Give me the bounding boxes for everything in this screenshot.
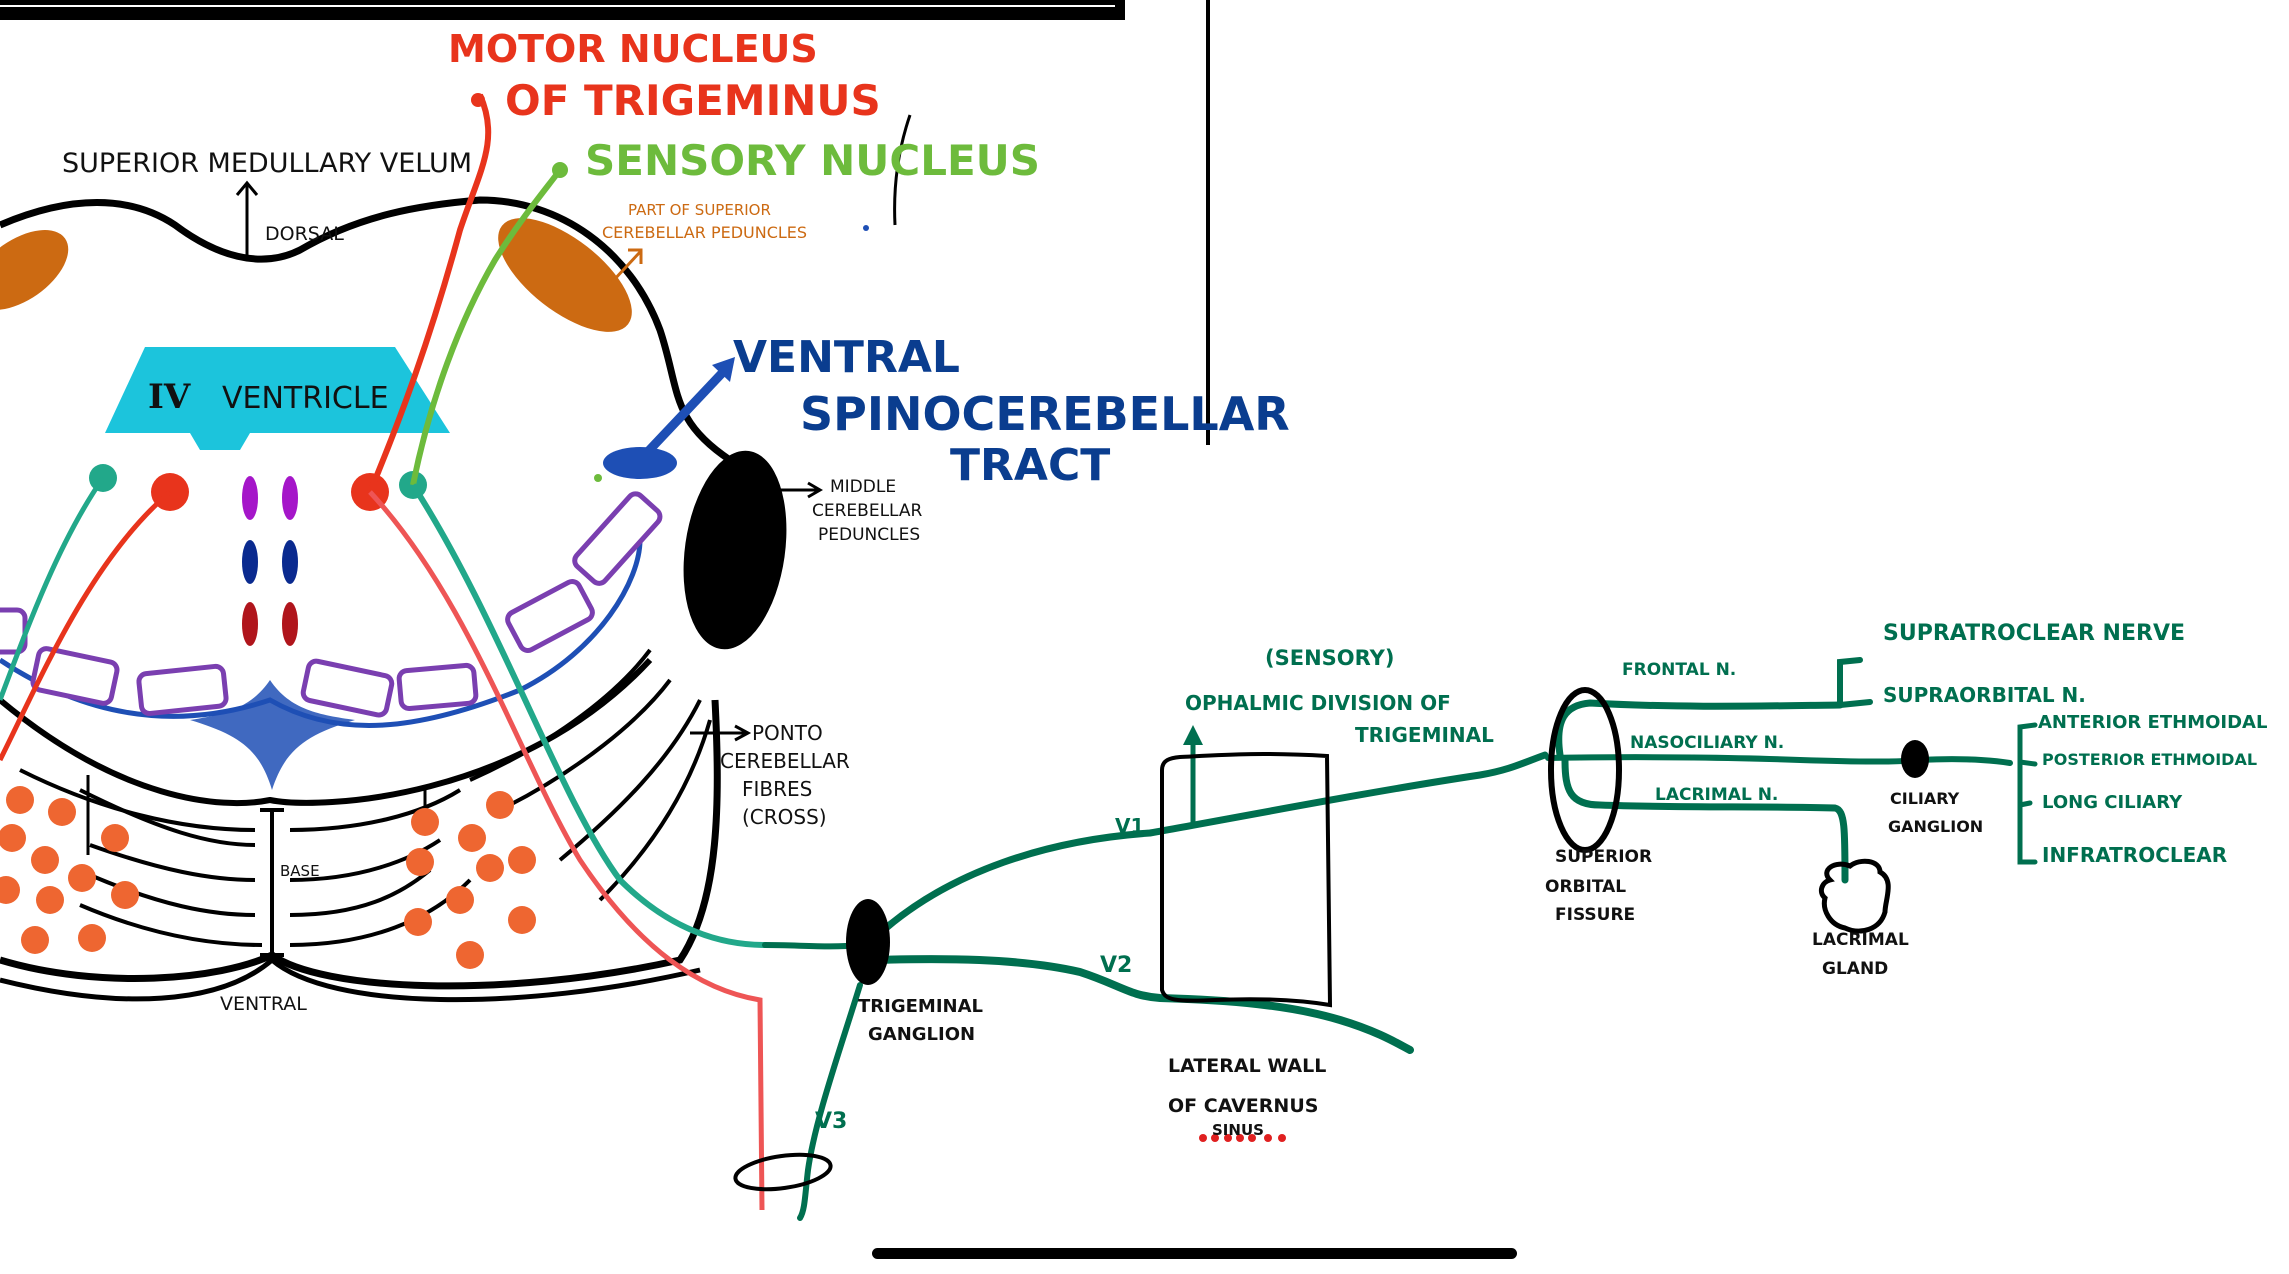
lacrimal-nerve-label: Lacrimal N. [1655, 785, 1778, 805]
cavernous-sinus-lateral-wall [1160, 752, 1333, 1008]
v1-nerve [874, 751, 1549, 939]
ophthalmic-label-1: Ophalmic Division of [1185, 691, 1451, 715]
vsct-arrow [636, 366, 729, 464]
home-indicator-bar[interactable] [872, 1248, 1517, 1259]
anterior-ethmoidal-label: Anterior Ethmoidal [2038, 712, 2267, 733]
mandibular-foramen-ring [733, 1152, 833, 1192]
sof-label-3: Fissure [1555, 905, 1635, 925]
sinus-red-dots [1199, 1134, 1286, 1142]
middle-peduncle-label-3: Peduncles [818, 525, 920, 545]
lacrimal-gland [1818, 858, 1891, 934]
infratrochlear-label: Infratroclear [2042, 843, 2227, 867]
motor-nucleus-fibre [367, 93, 492, 494]
long-ciliary-label: Long Ciliary [2042, 792, 2183, 813]
sof-label-2: Orbital [1545, 877, 1626, 897]
superior-orbital-fissure [1548, 687, 1622, 853]
trigeminal-labels: Trigeminal Ganglion V1 V2 V3 (Sensory) O… [815, 621, 2267, 1139]
v2-nerve [871, 955, 1414, 1054]
cavernous-label-1: Lateral Wall [1168, 1055, 1326, 1077]
ophthalmic-label-2: Trigeminal [1355, 723, 1494, 747]
vsct-label-3: Tract [950, 440, 1110, 491]
lacrimal-gland-label-2: Gland [1822, 959, 1888, 979]
posterior-ethmoidal-label: Posterior Ethmoidal [2042, 750, 2257, 769]
pontine-nuclei [0, 786, 536, 969]
frontal-branch-bracket [1837, 657, 1873, 709]
brainstem-labels: Motor Nucleus of Trigeminus Sensory Nucl… [62, 27, 1290, 1015]
base-label: Base [280, 862, 320, 880]
v2-label: V2 [1100, 953, 1132, 978]
fourth-ventricle-numeral: IV [148, 377, 191, 417]
superior-medullary-velum-label: Superior Medullary Velum [62, 148, 472, 179]
sensory-nucleus-fibre [410, 168, 563, 486]
pontocerebellar-label-2: Cerebellar [720, 749, 850, 773]
v1-label: V1 [1115, 814, 1144, 838]
pontocerebellar-label-1: Ponto [752, 721, 823, 745]
middle-cerebellar-peduncle [683, 450, 787, 650]
frontal-nerve-label: Frontal N. [1622, 660, 1736, 680]
motor-root-fibre [368, 490, 765, 1211]
superior-cerebellar-peduncle-right [498, 218, 632, 332]
pontocerebellar-label-4: (Cross) [742, 805, 827, 829]
motor-nucleus-label-1: Motor Nucleus [448, 27, 818, 71]
trigeminal-ganglion-label-1: Trigeminal [858, 996, 983, 1017]
trigeminal-ganglion [846, 899, 890, 985]
sof-label-1: Superior [1555, 847, 1652, 867]
cavernous-label-2: of Cavernus [1168, 1095, 1318, 1117]
fourth-ventricle-label: Ventricle [222, 381, 389, 416]
v3-label: V3 [815, 1109, 847, 1134]
frontal-nerve [1555, 699, 1844, 759]
nasociliary-nerve [1545, 754, 1918, 765]
sensory-nucleus-label: Sensory Nucleus [585, 136, 1040, 185]
peduncle-pointer-arrow [610, 250, 642, 284]
cavernous-label-3: Sinus [1212, 1121, 1264, 1139]
supratrochlear-label: Supratroclear Nerve [1883, 621, 2185, 646]
motor-nucleus-label-2: of Trigeminus [505, 76, 881, 125]
fourth-ventricle-shape [105, 347, 450, 450]
pontocerebellar-label-3: Fibres [742, 777, 812, 801]
nasociliary-nerve-label: Nasociliary N. [1630, 733, 1784, 753]
pons-ventral-outline [0, 699, 721, 990]
ciliary-ganglion-label-2: Ganglion [1888, 817, 1983, 836]
pons-section [0, 93, 912, 1211]
lemniscus-blocks [0, 491, 663, 718]
medial-lemniscus-curve [0, 539, 643, 728]
midline-nuclei [242, 476, 298, 646]
trapezoid-body-hatched [190, 680, 355, 790]
middle-peduncle-label-1: Middle [830, 477, 896, 497]
lacrimal-nerve [1561, 756, 1849, 884]
vsct-label-1: Ventral [733, 332, 960, 383]
ciliary-ganglion-label-1: Ciliary [1890, 789, 1960, 808]
trigeminal-nerve-diagram [762, 657, 2038, 1221]
ciliary-ganglion [1901, 740, 1929, 778]
trigeminal-ganglion-label-2: Ganglion [868, 1024, 975, 1045]
dorsal-label: Dorsal [265, 223, 344, 245]
supraorbital-label: Supraorbital N. [1883, 683, 2086, 707]
anatomical-structures [733, 687, 1929, 1192]
pontocerebellar-fibres [19, 648, 712, 947]
middle-peduncle-label-2: Cerebellar [812, 501, 923, 521]
sensory-tag-label: (Sensory) [1265, 646, 1394, 670]
ventral-label: Ventral [220, 993, 307, 1015]
superior-cerebellar-peduncle-left [0, 230, 69, 310]
top-frame-border [0, 0, 1125, 20]
trigeminal-root [762, 942, 863, 950]
superior-peduncle-label-2: Cerebellar Peduncles [602, 223, 807, 242]
superior-peduncle-label-1: Part Of Superior [628, 201, 771, 219]
sensory-root-fibre [410, 483, 766, 948]
vsct-label-2: Spinocerebellar [800, 387, 1290, 441]
lacrimal-gland-label-1: Lacrimal [1812, 930, 1909, 950]
nasociliary-branch-bracket [2017, 722, 2038, 865]
v3-nerve [797, 982, 863, 1221]
ventral-spinocerebellar-tract-spot [603, 447, 677, 479]
